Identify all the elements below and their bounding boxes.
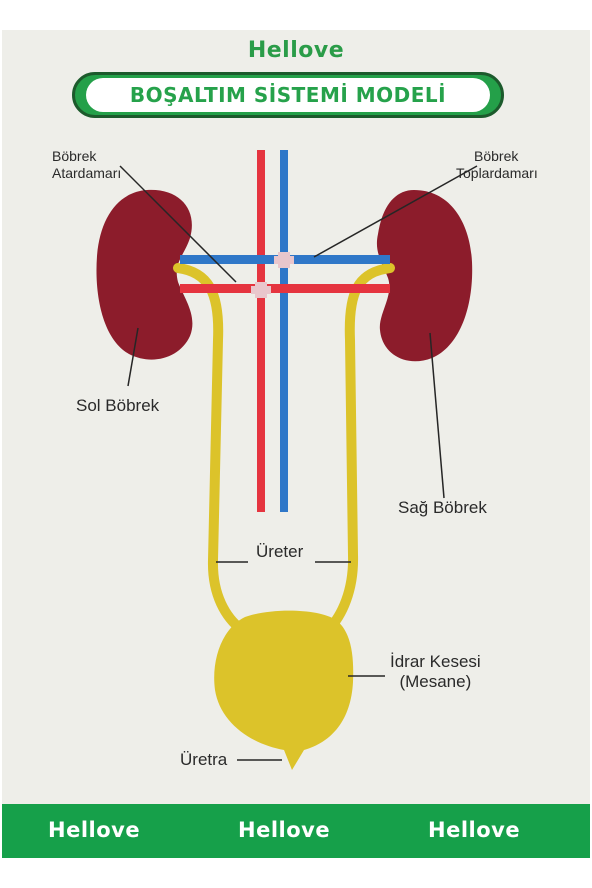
label-bladder-line2: (Mesane) [399, 672, 472, 691]
vena-cava [280, 150, 288, 512]
label-bladder: İdrar Kesesi (Mesane) [390, 652, 481, 692]
label-ureter: Üreter [256, 542, 304, 561]
label-left-kidney: Sol Böbrek [76, 396, 160, 415]
label-bladder-line1: İdrar Kesesi [390, 652, 481, 671]
label-renal-vein: Böbrek Toplardamarı [456, 148, 538, 182]
label-renal-artery: Böbrek Atardamarı [52, 148, 121, 182]
leader-lines [119, 165, 478, 761]
diagram-sheet: Hellove BOŞALTIM SİSTEMİ MODELİ [2, 30, 590, 858]
footer-brand-right: Hellove [428, 818, 521, 842]
left-ureter [173, 263, 247, 635]
footer-brand-center: Hellove [238, 818, 331, 842]
renal-artery [180, 284, 390, 293]
title-banner-inner: BOŞALTIM SİSTEMİ MODELİ [86, 78, 490, 112]
left-kidney [96, 189, 193, 360]
page-title: BOŞALTIM SİSTEMİ MODELİ [129, 83, 447, 107]
ureters [173, 263, 395, 635]
right-kidney [376, 190, 473, 362]
label-right-kidney: Sağ Böbrek [398, 498, 487, 517]
label-renal-vein-line2: Toplardamarı [456, 165, 538, 181]
label-renal-vein-line1: Böbrek [474, 148, 519, 164]
leader-right-kidney [429, 332, 445, 499]
junction-upper-arm [274, 256, 294, 264]
leader-renal-artery [119, 165, 237, 283]
vessel-junctions [251, 252, 294, 298]
right-ureter [323, 263, 395, 635]
footer-brand-left: Hellove [48, 818, 141, 842]
brand-logo-top: Hellove [247, 38, 345, 63]
aorta [257, 150, 265, 512]
junction-lower-arm [251, 286, 271, 294]
label-urethra: Üretra [180, 750, 228, 769]
title-banner: BOŞALTIM SİSTEMİ MODELİ [72, 72, 504, 118]
excretory-system-diagram [96, 150, 478, 770]
label-renal-artery-line2: Atardamarı [52, 165, 122, 181]
leader-renal-vein [313, 165, 478, 258]
bladder [214, 610, 354, 770]
label-renal-artery-line1: Böbrek [52, 148, 97, 164]
leader-left-kidney [127, 327, 139, 387]
footer-band: Hellove Hellove Hellove [2, 804, 590, 858]
